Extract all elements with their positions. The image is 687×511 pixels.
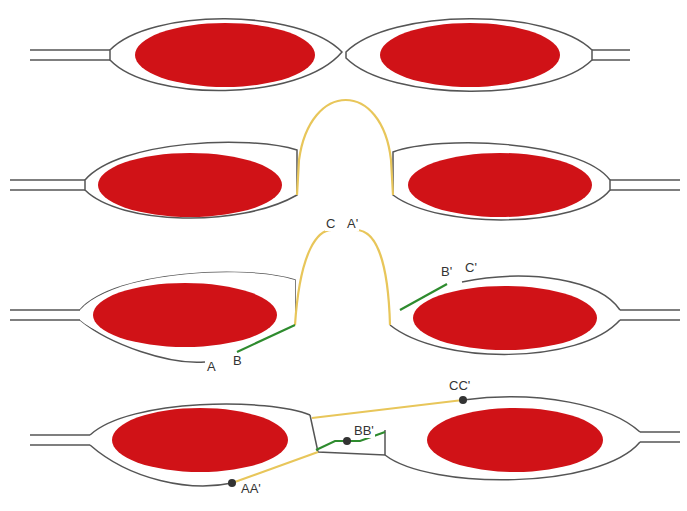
point-label: A	[206, 359, 217, 374]
point-label: B'	[440, 264, 453, 279]
point-label: CC'	[448, 378, 471, 393]
point-label: B	[232, 353, 243, 368]
point-label: A'	[346, 216, 359, 231]
point-label: C	[325, 216, 336, 231]
point-label: BB'	[353, 423, 375, 438]
point-label: AA'	[240, 481, 262, 496]
point-label: C'	[464, 260, 478, 275]
